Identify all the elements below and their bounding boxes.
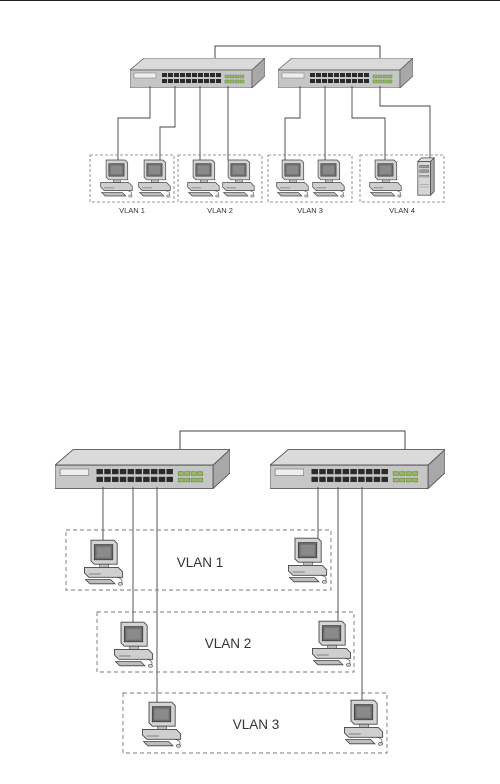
vlan-group-box [96, 611, 355, 673]
vlan-label: VLAN 2 [205, 636, 252, 651]
network-switch [270, 449, 445, 489]
diagram-top: VLAN 1 VLAN 2 VLAN 3 VLAN 4 [89, 45, 445, 215]
vlan-label: VLAN 1 [119, 206, 145, 215]
desktop-computer-icon [141, 701, 182, 748]
desktop-computer-icon [222, 159, 255, 198]
desktop-computer-icon [343, 699, 384, 746]
vlan-label: VLAN 2 [207, 206, 233, 215]
network-switch [278, 58, 413, 88]
vlan-group-box [177, 154, 263, 203]
desktop-computer-icon [187, 159, 220, 198]
vlan-label: VLAN 3 [233, 717, 280, 732]
desktop-computer-icon [100, 159, 133, 198]
page-top-rule [0, 0, 500, 1]
desktop-computer-icon [312, 159, 345, 198]
desktop-computer-icon [369, 159, 402, 198]
network-cables [102, 487, 363, 705]
vlan-label: VLAN 1 [177, 555, 224, 570]
desktop-computer-icon [287, 537, 328, 584]
vlan-group-box [359, 154, 445, 203]
network-switch [55, 449, 230, 489]
vlan-label: VLAN 3 [297, 206, 323, 215]
desktop-computer-icon [83, 539, 124, 586]
vlan-group-box [89, 154, 175, 203]
switch-uplink [179, 430, 406, 460]
diagram-bottom: VLAN 1 VLAN 2 VLAN 3 [55, 430, 445, 754]
switch-uplink [214, 45, 381, 65]
desktop-computer-icon [138, 159, 171, 198]
vlan-group-box [65, 529, 332, 591]
network-cables [117, 86, 431, 160]
vlan-label: VLAN 4 [389, 206, 415, 215]
vlan-group-box [122, 692, 388, 754]
server-tower-icon [417, 157, 435, 196]
vlan-group-box [267, 154, 353, 203]
network-switch [130, 58, 265, 88]
desktop-computer-icon [311, 620, 352, 667]
desktop-computer-icon [113, 621, 154, 668]
desktop-computer-icon [276, 159, 309, 198]
